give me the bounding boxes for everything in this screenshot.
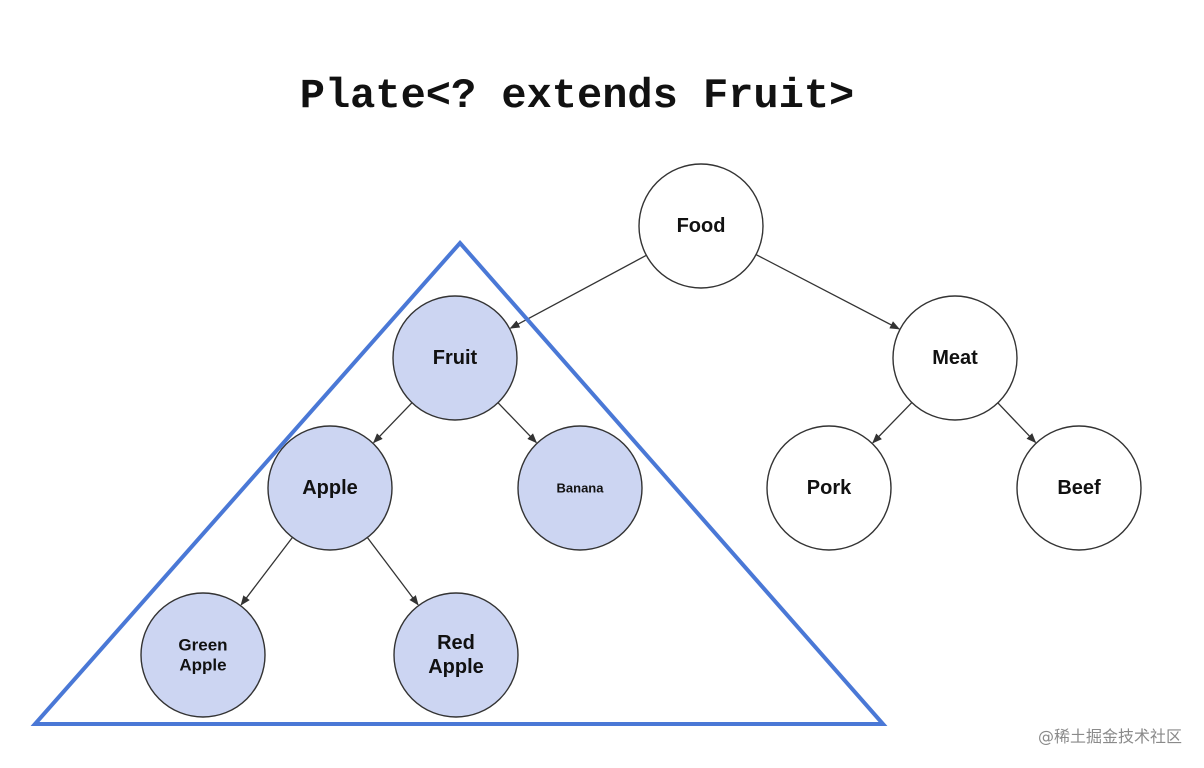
node-circle-green-apple [140,592,266,718]
node-circle-banana [517,425,643,551]
node-label-food: Food [677,215,726,237]
node-label-banana: Banana [557,481,605,496]
node-label-beef: Beef [1057,477,1101,499]
node-label-apple: Apple [302,477,358,499]
node-circle-food [638,163,764,289]
node-label-fruit: Fruit [433,347,478,369]
node-label-red-apple-line-2: Apple [428,656,484,678]
node-banana: Banana [517,425,643,551]
node-label-pork: Pork [807,477,852,499]
diagram-title: Plate<? extends Fruit> [300,72,855,120]
upper-bound-triangle [30,239,888,726]
node-beef: Beef [1016,425,1142,551]
node-apple: Apple [267,425,393,551]
node-label-green-apple-line-2: Apple [179,656,226,675]
watermark: @稀土掘金技术社区 [1038,727,1182,746]
node-circle-fruit [392,295,518,421]
node-meat: Meat [892,295,1018,421]
edge-food-to-fruit [509,254,647,329]
node-label-meat: Meat [932,347,978,369]
node-label-red-apple-line-1: Red [437,632,475,654]
edges-layer [240,254,1037,606]
node-circle-pork [766,425,892,551]
node-circle-red-apple [393,592,519,718]
node-circle-meat [892,295,1018,421]
edge-meat-to-beef [997,402,1037,444]
node-label-green-apple-line-1: Green [178,635,227,654]
edge-fruit-to-banana [497,402,538,444]
node-circle-apple [267,425,393,551]
edge-apple-to-green-apple [240,536,293,606]
edge-food-to-meat [755,254,900,330]
edge-apple-to-red-apple [366,537,419,606]
node-fruit: Fruit [392,295,518,421]
node-pork: Pork [766,425,892,551]
node-food: Food [638,163,764,289]
node-circle-beef [1016,425,1142,551]
edge-fruit-to-apple [372,402,413,444]
edge-meat-to-pork [872,402,913,444]
